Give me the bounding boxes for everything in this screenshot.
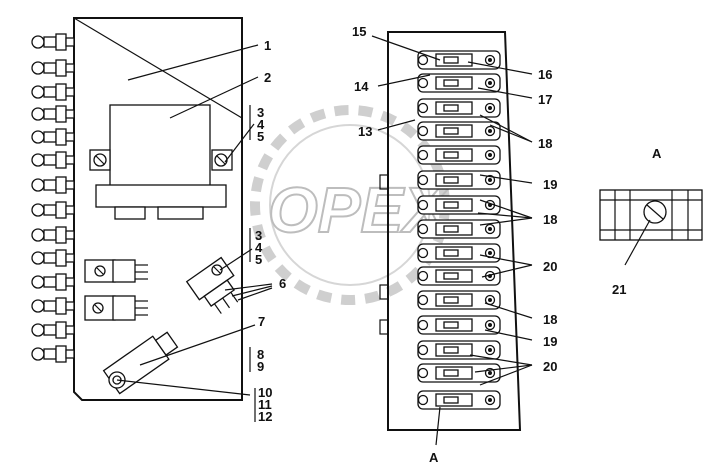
callout-1: 1 <box>264 38 271 53</box>
detail-view-a: A 21 <box>599 146 703 297</box>
callout-17: 17 <box>538 92 552 107</box>
callout-13: 13 <box>358 124 372 139</box>
callout-18a: 18 <box>538 136 552 151</box>
fuse <box>417 290 501 310</box>
callout-11: 11 <box>258 397 272 412</box>
terminal-bulb <box>31 201 75 219</box>
callout-14: 14 <box>354 79 369 94</box>
fuse <box>417 315 501 335</box>
callout-19a: 19 <box>543 177 557 192</box>
callout-18c: 18 <box>543 312 557 327</box>
fuse <box>417 219 501 239</box>
callout-20b: 20 <box>543 359 557 374</box>
callout-12: 12 <box>258 409 272 424</box>
fuse-column <box>417 50 501 410</box>
callout-19b: 19 <box>543 334 557 349</box>
fuse <box>417 145 501 165</box>
left-panel <box>31 17 273 422</box>
callout-18b: 18 <box>543 212 557 227</box>
callout-9: 9 <box>257 359 264 374</box>
terminal-bulb <box>31 128 75 146</box>
fuse <box>417 266 501 286</box>
callout-5: 5 <box>257 129 264 144</box>
relay-block <box>109 104 211 198</box>
callout-15: 15 <box>352 24 366 39</box>
terminal-bulb <box>31 249 75 267</box>
terminal-bulb <box>31 226 75 244</box>
terminal-bulb <box>31 273 75 291</box>
fuse <box>417 340 501 360</box>
fuse <box>417 243 501 263</box>
callout-6: 6 <box>279 276 286 291</box>
callout-10: 10 <box>258 385 272 400</box>
fuse <box>417 98 501 118</box>
left-callouts: 1 2 3 4 5 3 4 5 6 7 8 9 10 11 12 <box>255 38 286 424</box>
terminal-bulb <box>31 345 75 363</box>
terminal-bulb <box>31 33 75 51</box>
fuse <box>417 170 501 190</box>
terminal-bulb <box>31 151 75 169</box>
terminal-bulb <box>31 176 75 194</box>
right-callouts: 15 16 14 17 13 18 19 18 20 18 19 20 A <box>352 24 557 465</box>
terminal-column <box>31 33 75 363</box>
callout-16: 16 <box>538 67 552 82</box>
callout-7: 7 <box>258 314 265 329</box>
fuse <box>417 363 501 383</box>
terminal-bulb <box>31 321 75 339</box>
callout-4: 4 <box>257 117 265 132</box>
callout-5b: 5 <box>255 252 262 267</box>
callout-3: 3 <box>257 105 264 120</box>
fuse-panel <box>371 31 533 446</box>
callout-21: 21 <box>612 282 626 297</box>
terminal-bulb <box>31 59 75 77</box>
fuse <box>417 390 501 410</box>
callout-4b: 4 <box>255 240 263 255</box>
callout-20a: 20 <box>543 259 557 274</box>
detail-title: A <box>652 146 662 161</box>
fuse <box>417 195 501 215</box>
callout-3b: 3 <box>255 228 262 243</box>
view-a-marker: A <box>429 450 439 465</box>
callout-2: 2 <box>264 70 271 85</box>
terminal-bulb <box>31 105 75 123</box>
callout-8: 8 <box>257 347 264 362</box>
fuse <box>417 73 501 93</box>
terminal-bulb <box>31 297 75 315</box>
terminal-bulb <box>31 83 75 101</box>
fuse <box>417 121 501 141</box>
